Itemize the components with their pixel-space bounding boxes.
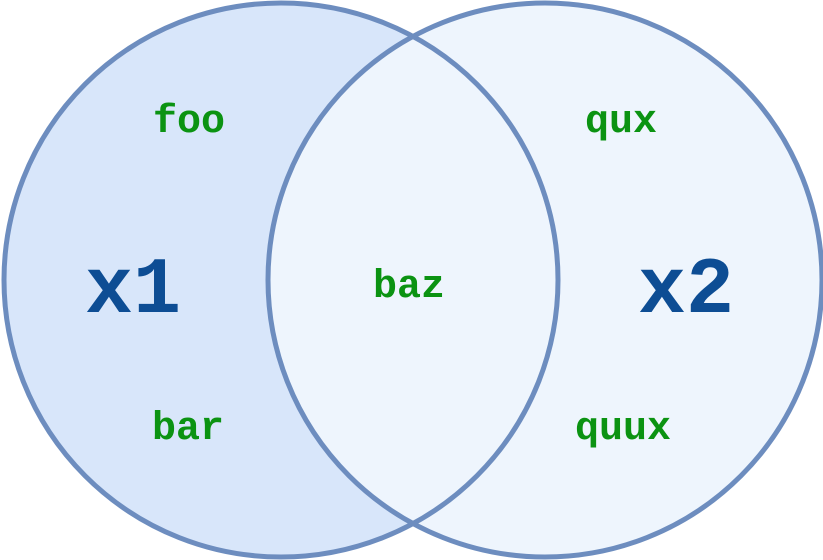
item-x1-only-1: foo bbox=[153, 100, 225, 145]
item-intersection-1: baz bbox=[373, 265, 445, 310]
set-x2-label: x2 bbox=[638, 246, 734, 337]
set-x1-outline bbox=[1, 0, 561, 560]
intersection-region bbox=[268, 3, 558, 557]
set-x2-outline bbox=[265, 0, 823, 560]
item-x2-only-2: quux bbox=[575, 407, 671, 452]
item-x1-only-2: bar bbox=[152, 407, 224, 452]
item-x2-only-1: qux bbox=[585, 100, 657, 145]
set-x1-label: x1 bbox=[85, 246, 181, 337]
